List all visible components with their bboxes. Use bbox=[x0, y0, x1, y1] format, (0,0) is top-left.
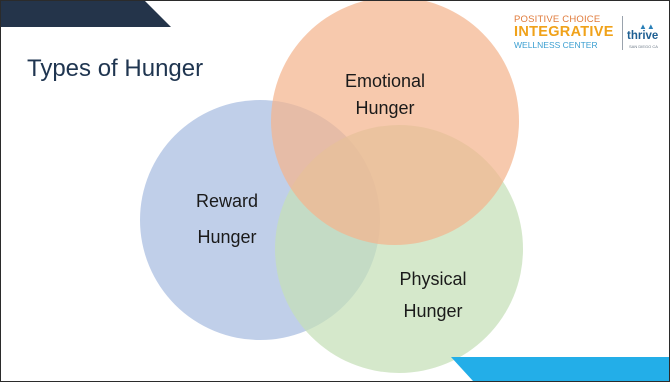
top-corner-accent bbox=[1, 1, 171, 27]
logo-line-2: INTEGRATIVE bbox=[514, 24, 614, 40]
logo-divider bbox=[622, 16, 623, 50]
label-reward-line1: Reward bbox=[196, 191, 258, 211]
label-emotional-line2: Hunger bbox=[355, 98, 414, 118]
thrive-wordmark: thrive bbox=[627, 30, 659, 42]
slide-title: Types of Hunger bbox=[27, 55, 204, 82]
label-physical-line2: Hunger bbox=[403, 301, 462, 321]
thrive-logo: ▲▲ thrive SAN DIEGO CA bbox=[627, 22, 663, 52]
label-reward-line2: Hunger bbox=[197, 227, 256, 247]
circle-emotional bbox=[271, 1, 519, 245]
logo: POSITIVE CHOICE INTEGRATIVE WELLNESS CEN… bbox=[514, 14, 662, 54]
label-physical-line1: Physical bbox=[399, 269, 466, 289]
thrive-subtext: SAN DIEGO CA bbox=[629, 44, 658, 49]
bottom-corner-accent bbox=[451, 357, 669, 381]
logo-line-1: POSITIVE CHOICE bbox=[514, 14, 601, 25]
logo-line-3: WELLNESS CENTER bbox=[514, 40, 598, 50]
label-emotional-line1: Emotional bbox=[345, 71, 425, 91]
thrive-people-icon: ▲▲ bbox=[639, 22, 655, 31]
